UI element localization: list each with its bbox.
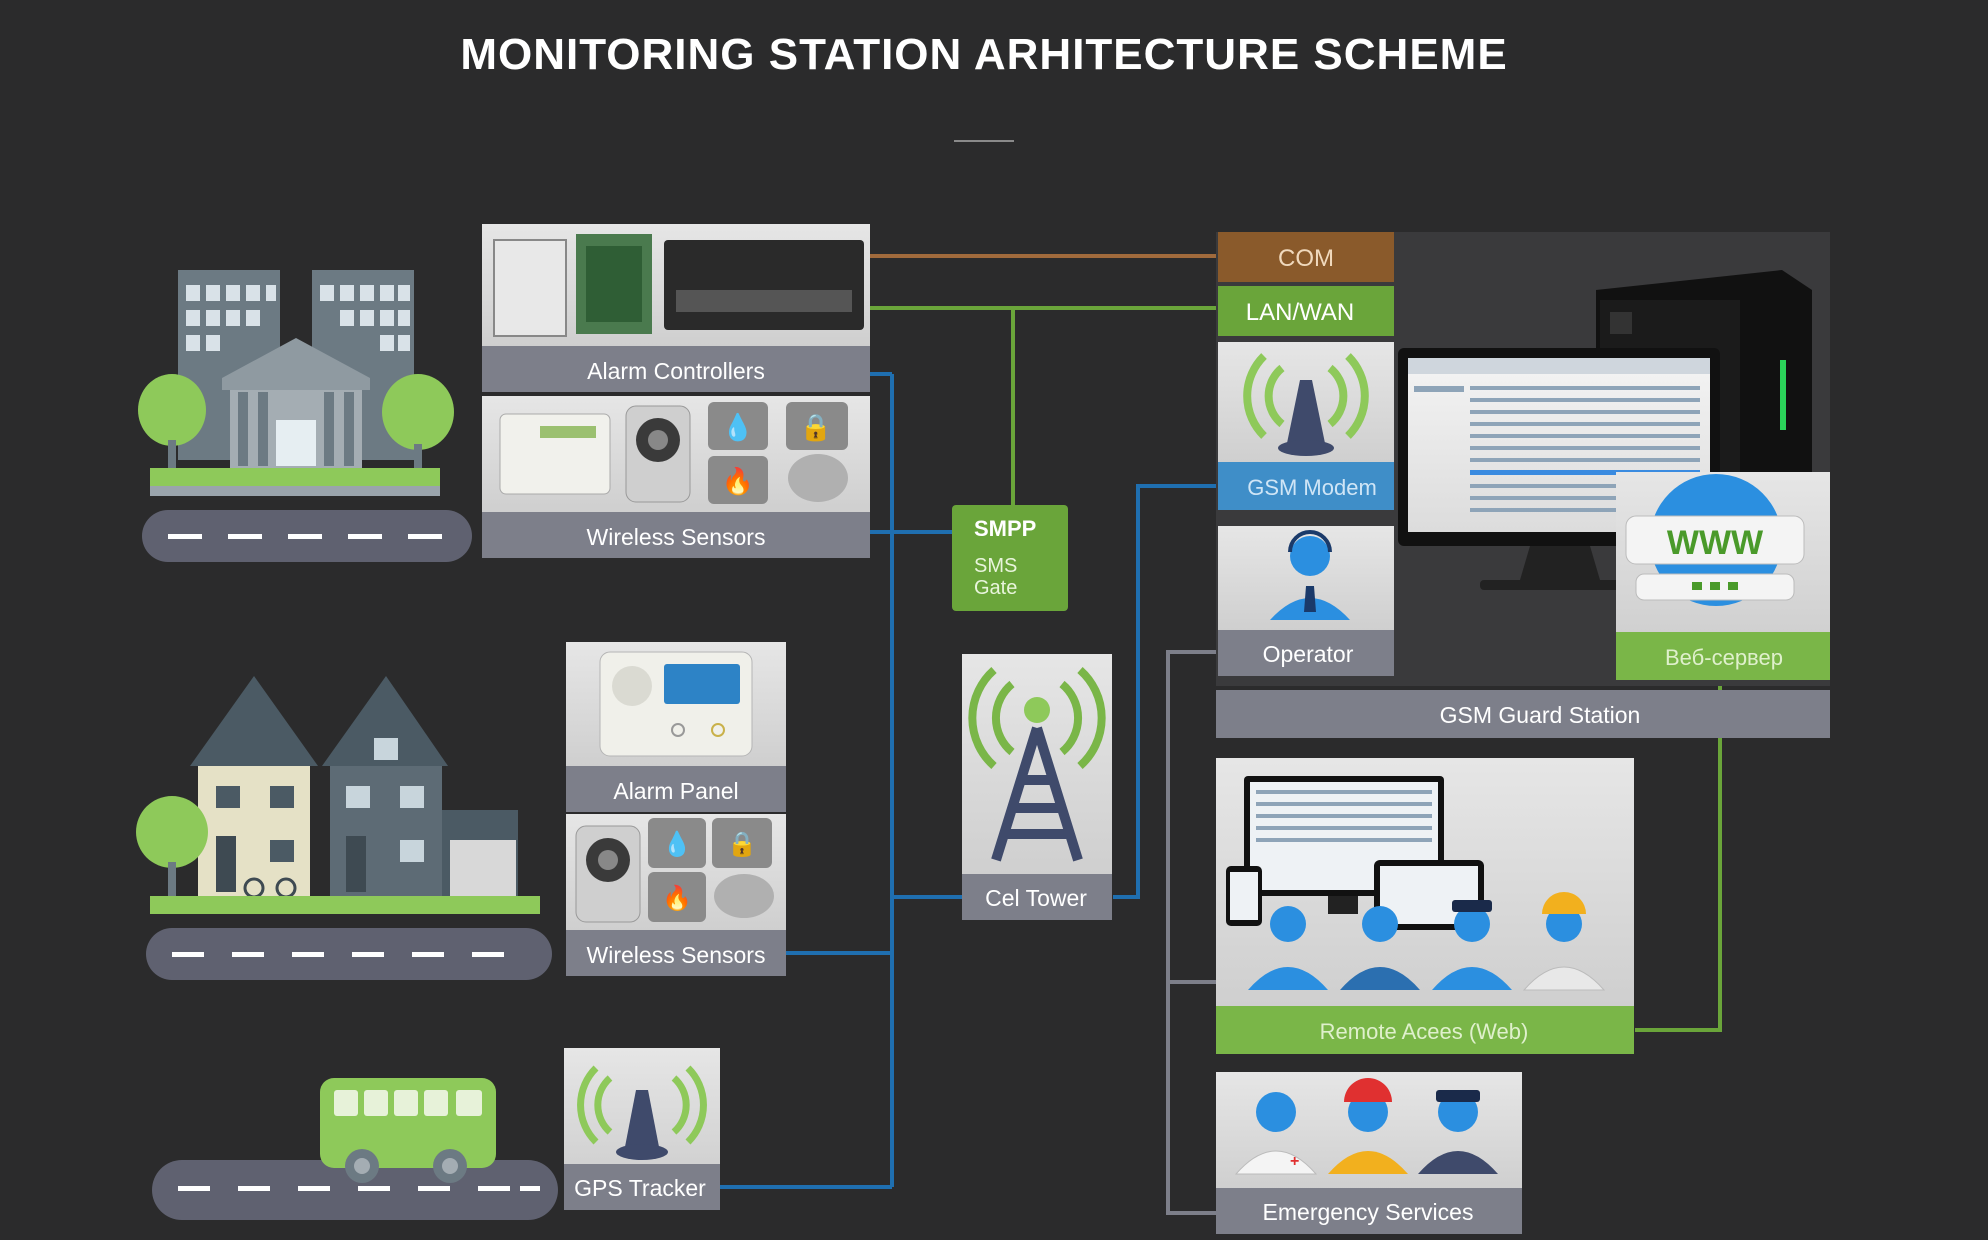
gsm-guard-station-label: GSM Guard Station	[1440, 702, 1641, 728]
sms-label: SMS	[974, 555, 1017, 577]
people-icons	[1248, 892, 1606, 991]
houses-icon	[136, 676, 552, 980]
remote-access-card: Remote Acees (Web)	[1216, 758, 1634, 1054]
bus-icon	[152, 1078, 558, 1220]
alarm-panel-label: Alarm Panel	[613, 778, 738, 804]
title-divider	[954, 140, 1014, 142]
operator-to-services-line	[1166, 650, 1218, 1215]
office-building-icon	[138, 270, 472, 562]
gsm-guard-station-bar: GSM Guard Station	[1216, 690, 1830, 738]
water-drop-icon: 💧	[722, 412, 754, 442]
wireless-sensors-label-1: Wireless Sensors	[587, 524, 766, 550]
gps-tracker-card: GPS Tracker	[564, 1048, 720, 1210]
gate-label: Gate	[974, 577, 1017, 599]
cel-tower-label: Cel Tower	[985, 885, 1087, 911]
gsm-modem-label: GSM Modem	[1247, 475, 1377, 500]
antenna-icon	[577, 1065, 707, 1160]
www-icon: WWW	[1625, 474, 1805, 606]
wireless-sensors-label-2: Wireless Sensors	[587, 942, 766, 968]
www-label: WWW	[1667, 524, 1764, 562]
web-server-label: Веб-сервер	[1665, 645, 1783, 670]
antenna-icon-modem	[1243, 353, 1369, 456]
com-label: COM	[1278, 245, 1334, 272]
fire-icon-2: 🔥	[662, 884, 692, 912]
operator-label: Operator	[1263, 641, 1354, 667]
water-drop-icon-2: 💧	[662, 830, 692, 858]
gsm-modem-card: GSM Modem	[1218, 342, 1394, 510]
lan-wan-port: LAN/WAN	[1218, 286, 1394, 336]
gsm-guard-station-panel	[1216, 232, 1830, 686]
cel-tower-card: Cel Tower	[962, 654, 1112, 920]
smpp-label: SMPP	[974, 516, 1036, 541]
remote-access-label: Remote Acees (Web)	[1320, 1019, 1529, 1044]
emergency-services-card: + Emergency Services	[1216, 1072, 1522, 1234]
fire-icon: 🔥	[722, 466, 754, 496]
wireless-sensors-card-2: 💧 🔥 🔒 Wireless Sensors	[566, 814, 786, 976]
emergency-services-label: Emergency Services	[1263, 1199, 1474, 1225]
svg-text:+: +	[1290, 1153, 1299, 1170]
lock-icon: 🔒	[800, 412, 832, 442]
lan-wan-label: LAN/WAN	[1246, 299, 1354, 326]
wireless-sensors-card-1: 💧 🔥 🔒 Wireless Sensors	[482, 396, 870, 558]
operator-headset-icon	[1270, 530, 1350, 620]
monitor-screen	[1398, 348, 1720, 590]
alarm-controllers-card: Alarm Controllers	[482, 224, 870, 392]
tower-to-modem-line	[1113, 484, 1218, 899]
gps-tracker-label: GPS Tracker	[574, 1175, 706, 1201]
operator-card: Operator	[1218, 526, 1394, 676]
web-server-card: WWW Веб-сервер	[1616, 472, 1830, 680]
alarm-controllers-label: Alarm Controllers	[587, 358, 765, 384]
smpp-sms-gate-box: SMPP SMS Gate	[952, 505, 1068, 611]
cell-tower-icon	[968, 667, 1106, 862]
com-port: COM	[1218, 232, 1394, 282]
connection-lines	[720, 254, 1722, 1215]
web-to-remote-line	[1635, 680, 1722, 1032]
alarm-panel-card: Alarm Panel	[566, 642, 786, 812]
page-title: MONITORING STATION ARHITECTURE SCHEME	[460, 30, 1508, 79]
lock-icon-2: 🔒	[727, 831, 757, 858]
emergency-people-icons: +	[1234, 1078, 1498, 1175]
